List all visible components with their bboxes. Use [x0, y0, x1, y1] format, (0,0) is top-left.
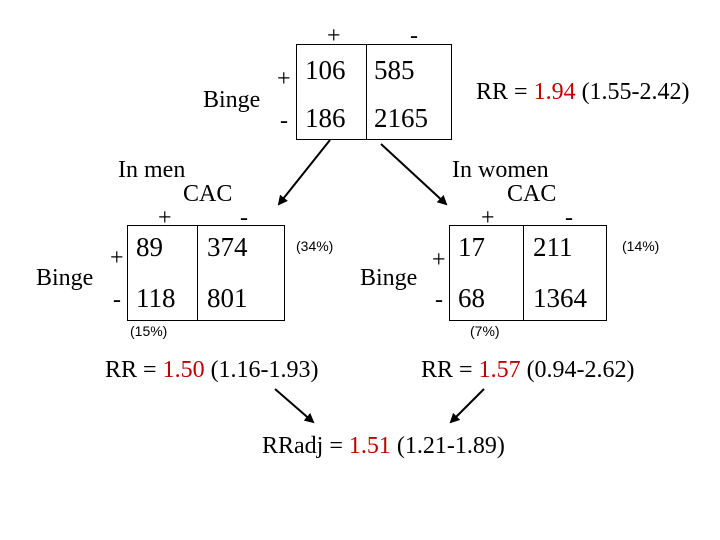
- women-row-minus: -: [435, 287, 443, 313]
- men-rr-value: 1.50: [162, 357, 205, 383]
- men-col-plus: +: [158, 205, 172, 231]
- women-pct-unexposed: (14%): [622, 238, 660, 254]
- overall-col-plus: +: [327, 23, 341, 49]
- overall-cell-c: 186: [305, 103, 346, 133]
- men-cell-c: 118: [136, 283, 176, 313]
- women-cell-b: 211: [533, 232, 573, 262]
- women-table-divider: [523, 225, 524, 321]
- women-col-plus: +: [481, 205, 495, 231]
- overall-cell-d: 2165: [374, 103, 428, 133]
- men-col-minus: -: [240, 205, 248, 231]
- women-rr-prefix: RR =: [421, 357, 479, 383]
- men-row-label: Binge: [36, 265, 94, 291]
- arrow-to-women: [380, 143, 448, 206]
- overall-cell-a: 106: [305, 55, 346, 85]
- arrow-men-to-adjusted: [274, 388, 315, 424]
- overall-col-minus: -: [410, 23, 418, 49]
- men-pct-exposed: (15%): [130, 323, 168, 339]
- women-cell-d: 1364: [533, 283, 587, 313]
- arrow-women-to-adjusted: [449, 388, 485, 424]
- men-rr-ci: (1.16-1.93): [204, 357, 319, 383]
- women-pct-exposed: (7%): [470, 323, 500, 339]
- overall-row-plus: +: [277, 66, 291, 92]
- women-col-minus: -: [565, 205, 573, 231]
- overall-rr-ci: (1.55-2.42): [575, 79, 690, 105]
- overall-row-minus: -: [280, 108, 288, 134]
- men-row-minus: -: [113, 287, 121, 313]
- women-cell-a: 17: [458, 232, 485, 262]
- overall-rr: RR = 1.94 (1.55-2.42): [476, 80, 690, 104]
- overall-table-frame: [296, 44, 452, 140]
- adjusted-rr-value: 1.51: [348, 433, 391, 459]
- women-title: In women: [452, 157, 549, 183]
- men-row-plus: +: [110, 245, 124, 271]
- overall-row-label: Binge: [203, 87, 261, 113]
- women-table-frame: [449, 225, 607, 321]
- men-cac-label: CAC: [183, 181, 233, 207]
- women-rr-ci: (0.94-2.62): [520, 357, 635, 383]
- women-row-plus: +: [432, 247, 446, 273]
- adjusted-rr-prefix: RRadj =: [262, 433, 349, 459]
- arrow-to-men: [277, 139, 331, 206]
- adjusted-rr: RRadj = 1.51 (1.21-1.89): [262, 434, 505, 458]
- overall-rr-prefix: RR =: [476, 79, 534, 105]
- women-rr: RR = 1.57 (0.94-2.62): [421, 358, 635, 382]
- women-rr-value: 1.57: [478, 357, 521, 383]
- men-rr: RR = 1.50 (1.16-1.93): [105, 358, 319, 382]
- men-table-frame: [127, 225, 285, 321]
- women-row-label: Binge: [360, 265, 418, 291]
- women-cac-label: CAC: [507, 181, 557, 207]
- overall-rr-value: 1.94: [533, 79, 576, 105]
- men-cell-a: 89: [136, 232, 163, 262]
- men-cell-b: 374: [207, 232, 248, 262]
- adjusted-rr-ci: (1.21-1.89): [390, 433, 505, 459]
- men-title: In men: [118, 157, 186, 183]
- men-rr-prefix: RR =: [105, 357, 163, 383]
- overall-table-divider: [366, 44, 367, 140]
- overall-cell-b: 585: [374, 55, 415, 85]
- men-table-divider: [197, 225, 198, 321]
- women-cell-c: 68: [458, 283, 485, 313]
- men-cell-d: 801: [207, 283, 248, 313]
- men-pct-unexposed: (34%): [296, 238, 334, 254]
